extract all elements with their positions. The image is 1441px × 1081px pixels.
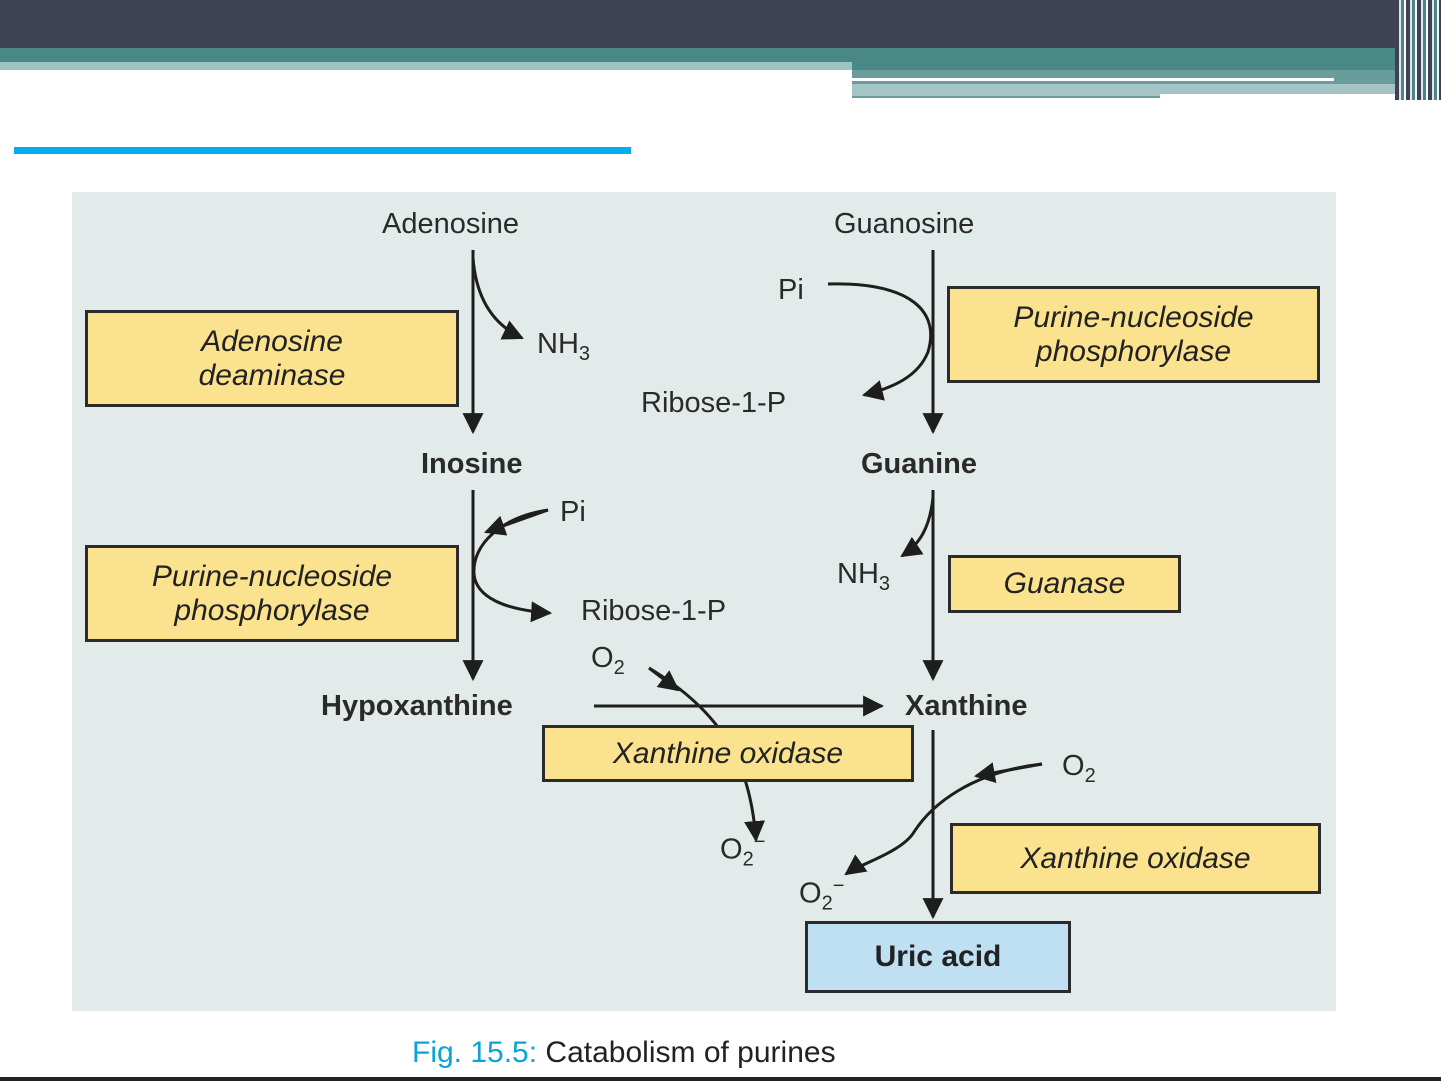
header-band-right-line: [852, 78, 1334, 81]
figure-caption: Fig. 15.5: Catabolism of purines: [412, 1036, 836, 1070]
label-nh3-right: NH3: [837, 560, 890, 594]
node-hypoxanthine: Hypoxanthine: [321, 692, 513, 721]
title-underline: [14, 147, 631, 154]
label-nh3-left: NH3: [537, 330, 590, 364]
enzyme-xanthine-oxidase-2: Xanthine oxidase: [950, 823, 1321, 894]
label-o2-right: O2: [1062, 752, 1096, 786]
node-guanine: Guanine: [861, 450, 977, 479]
label-pi-left: Pi: [560, 498, 586, 527]
node-adenosine: Adenosine: [382, 210, 519, 239]
enzyme-pnp-left: Purine-nucleoside phosphorylase: [85, 545, 459, 642]
enzyme-xanthine-oxidase-1: Xanthine oxidase: [542, 725, 914, 782]
footer-line: [0, 1077, 1441, 1081]
label-ribose-left: Ribose-1-P: [581, 597, 726, 626]
enzyme-guanase: Guanase: [948, 555, 1181, 613]
header-edge-lines: [1395, 0, 1441, 100]
arrow-pi-ribose-left: [474, 510, 550, 613]
caption-figure-number: Fig. 15.5:: [412, 1036, 537, 1069]
node-xanthine: Xanthine: [905, 692, 1027, 721]
arrow-o2-in-right: [976, 764, 1042, 776]
arrow-nh3-release-left: [473, 258, 522, 338]
label-ribose-right: Ribose-1-P: [641, 389, 786, 418]
header-band-right-low-line: [1160, 94, 1410, 98]
arrow-nh3-release-right: [902, 497, 933, 556]
arrow-pi-ribose-right: [828, 284, 931, 395]
caption-text: Catabolism of purines: [545, 1036, 835, 1069]
node-inosine: Inosine: [421, 450, 523, 479]
arrow-o2-in-left: [649, 668, 678, 690]
arrow-pi-in-left: [486, 510, 548, 532]
enzyme-pnp-right: Purine-nucleoside phosphorylase: [947, 286, 1320, 383]
purine-catabolism-diagram: Adenosine Guanosine Inosine Guanine Hypo…: [72, 192, 1336, 1011]
node-guanosine: Guanosine: [834, 210, 974, 239]
label-pi-right: Pi: [778, 276, 804, 305]
enzyme-adenosine-deaminase: Adenosine deaminase: [85, 310, 459, 407]
label-superoxide-right: O2−: [799, 876, 844, 913]
header-band-teal-light: [0, 62, 852, 70]
header-band-dark: [0, 0, 1441, 48]
label-superoxide-left: O2−: [720, 832, 765, 869]
label-o2-left: O2: [591, 644, 625, 678]
node-uric-acid: Uric acid: [805, 921, 1071, 993]
